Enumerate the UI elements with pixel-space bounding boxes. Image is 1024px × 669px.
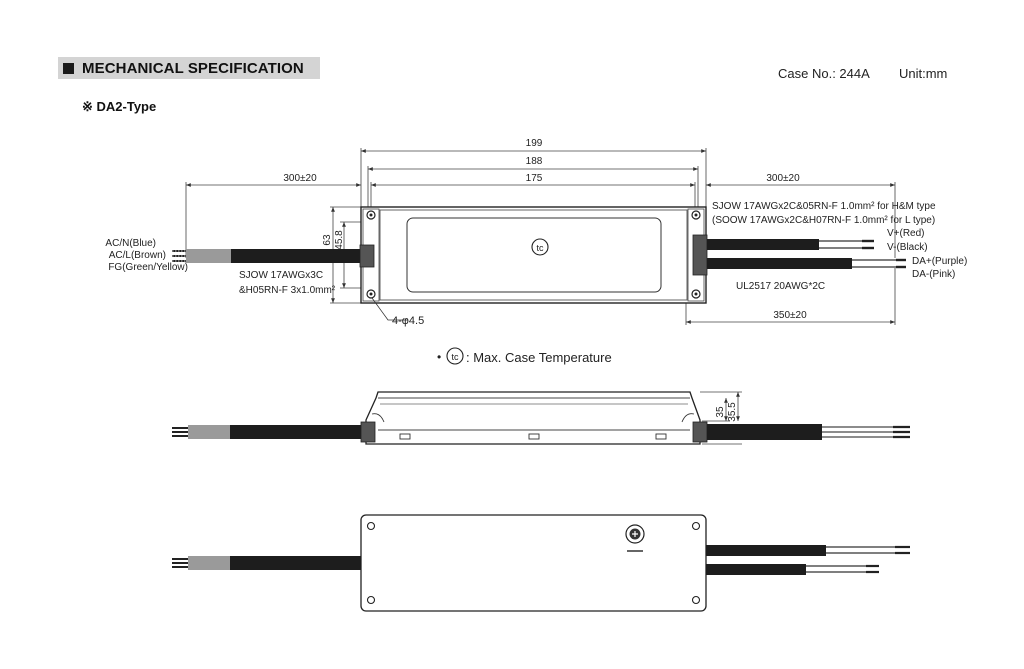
case-number: Case No.: 244A <box>778 66 870 81</box>
bottom-view <box>172 514 910 612</box>
label-output-cable-1: SJOW 17AWGx2C&05RN-F 1.0mm² for H&M type <box>712 201 936 212</box>
dim-overall: 199 <box>526 138 543 149</box>
label-v-minus: V-(Black) <box>887 242 928 253</box>
black-square-icon <box>63 62 74 74</box>
label-ac-l: AC/L(Brown) <box>109 250 166 261</box>
section-title: MECHANICAL SPECIFICATION <box>82 59 304 77</box>
tc-legend-bullet: • <box>437 350 441 364</box>
tc-symbol: tc <box>536 243 544 253</box>
dim-height-inner: 45.8 <box>334 230 345 250</box>
housing-outline <box>360 206 707 304</box>
label-ac-n: AC/N(Blue) <box>105 238 156 249</box>
unit-label: Unit:mm <box>899 66 948 81</box>
dim-height-outer: 63 <box>322 234 333 246</box>
dim-right-cable: 300±20 <box>766 173 800 184</box>
tc-legend: • tc : Max. Case Temperature <box>437 347 612 365</box>
tc-legend-text: : Max. Case Temperature <box>466 350 612 365</box>
label-da-minus: DA-(Pink) <box>912 269 955 280</box>
tc-legend-icon <box>446 347 464 365</box>
label-input-cable-2: &H05RN-F 3x1.0mm² <box>239 285 336 296</box>
output-cable <box>707 239 819 250</box>
dim-side-h1: 35 <box>715 406 726 418</box>
tc-point-icon <box>531 238 549 256</box>
dim-side-h2: 35.5 <box>727 402 738 422</box>
subtype-label: ※ DA2-Type <box>82 99 157 114</box>
dim-inner: 188 <box>526 156 543 167</box>
dim-holes: 175 <box>526 173 543 184</box>
label-input-cable-1: SJOW 17AWGx3C <box>239 270 323 281</box>
tc-legend-symbol: tc <box>451 352 459 362</box>
label-ul-cable: UL2517 20AWG*2C <box>736 281 825 292</box>
top-view: 199 188 175 300±20 300±20 350±20 63 45.8… <box>105 138 967 327</box>
side-view: 35 35.5 <box>172 391 910 445</box>
dim-left-cable: 300±20 <box>283 173 317 184</box>
label-panel <box>406 217 662 293</box>
label-da-plus: DA+(Purple) <box>912 256 967 267</box>
label-output-cable-2: (SOOW 17AWGx2C&H07RN-F 1.0mm² for L type… <box>712 215 935 226</box>
label-fg: FG(Green/Yellow) <box>108 262 188 273</box>
dim-bottom-cable: 350±20 <box>773 310 807 321</box>
section-header: MECHANICAL SPECIFICATION <box>58 57 320 79</box>
dimming-cable <box>707 258 852 269</box>
input-cable <box>231 249 363 263</box>
label-v-plus: V+(Red) <box>887 228 925 239</box>
holes-note: 4-φ4.5 <box>392 315 424 327</box>
